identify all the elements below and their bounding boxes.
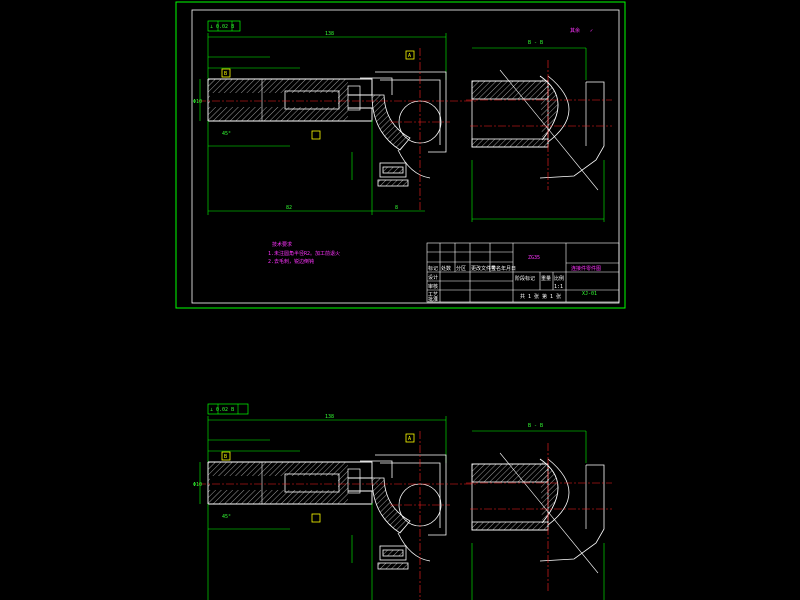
tb-scale-value: 1:1 [554,284,563,290]
tb-row-approve: 批准 [428,296,438,303]
diameter-label: Φ10 [193,99,202,105]
section-view [471,47,605,222]
tolerance-frame-text-bottom: ⊥ 0.02 B [210,407,234,413]
tb-material: ZG35 [528,255,540,261]
centerlines-section [466,60,612,190]
angle-label-bottom: 45° [222,514,231,520]
tb-row-process: 工艺 [428,292,438,298]
tolerance-frame-bottom: ⊥ 0.02 B [207,403,249,415]
datum-a-box [405,50,415,60]
tolerance-frame: ⊥ 0.02 B [207,20,241,32]
datum-a-label-bottom: A [408,436,411,442]
tech-req-line-2: 2.去毛刺，锐边倒钝 [268,258,314,265]
shaft-body [207,77,411,151]
tb-stage-label: 阶段标记 [515,275,535,282]
tb-header-1: 处数 [441,265,451,272]
overall-length-label: 138 [325,31,334,37]
datum-b-label: B [224,71,227,77]
centerlines-front-bottom [198,431,476,600]
bottom-sheet: ⊥ 0.02 B 138 A B [193,403,612,600]
tb-row-design: 设计 [428,274,438,281]
roughness-note: 其余 [570,27,580,34]
datum-a-box-bottom [405,433,415,443]
datum-box-lower [311,130,321,140]
centerlines-section-bottom [466,443,612,593]
tb-row-review: 审核 [428,283,438,290]
outer-sheet-border [175,1,626,309]
shaft-body-bottom [207,460,411,534]
tb-scale-label: 比例 [554,275,564,282]
section-label: B - B [528,40,543,46]
roughness-symbol: ✓ [590,28,593,34]
tb-header-4: 签名 [491,265,501,272]
datum-box-lower-bottom [311,513,321,523]
section-label-bottom: B - B [528,423,543,429]
lower-small-label: 8 [395,205,398,211]
lower-dimensions [199,79,425,215]
tb-drawing-no: XJ-01 [582,291,597,297]
tb-weight-label: 重量 [541,275,551,282]
centerlines-front [198,48,476,210]
datum-b-box [221,68,231,78]
tb-sheet-info: 共 1 张 第 1 张 [520,293,561,300]
tolerance-frame-text: ⊥ 0.02 B [210,24,234,30]
tb-header-3: 更改文件号 [471,265,496,272]
angle-label: 45° [222,131,231,137]
tb-header-0: 标记 [428,265,438,272]
datum-a-label: A [408,53,411,59]
lower-length-label: 82 [286,205,292,211]
overall-length-label-bottom: 138 [325,414,334,420]
tb-header-2: 分区 [456,265,466,272]
title-block [426,242,620,303]
inner-sheet-border [191,9,620,304]
tech-req-line-1: 1.未注圆角半径R2。加工前退火 [268,250,340,257]
lower-dimensions-bottom [199,462,373,600]
datum-b-label-bottom: B [224,454,227,460]
datum-b-box-bottom [221,451,231,461]
tb-header-5: 年月日 [501,265,516,272]
tb-part-name: 连接件零件图 [571,265,601,272]
tech-req-title: 技术要求 [272,241,292,248]
top-sheet: ⊥ 0.02 B 138 A B [175,1,626,309]
section-view-bottom [471,430,605,600]
diameter-label-bottom: Φ10 [193,482,202,488]
